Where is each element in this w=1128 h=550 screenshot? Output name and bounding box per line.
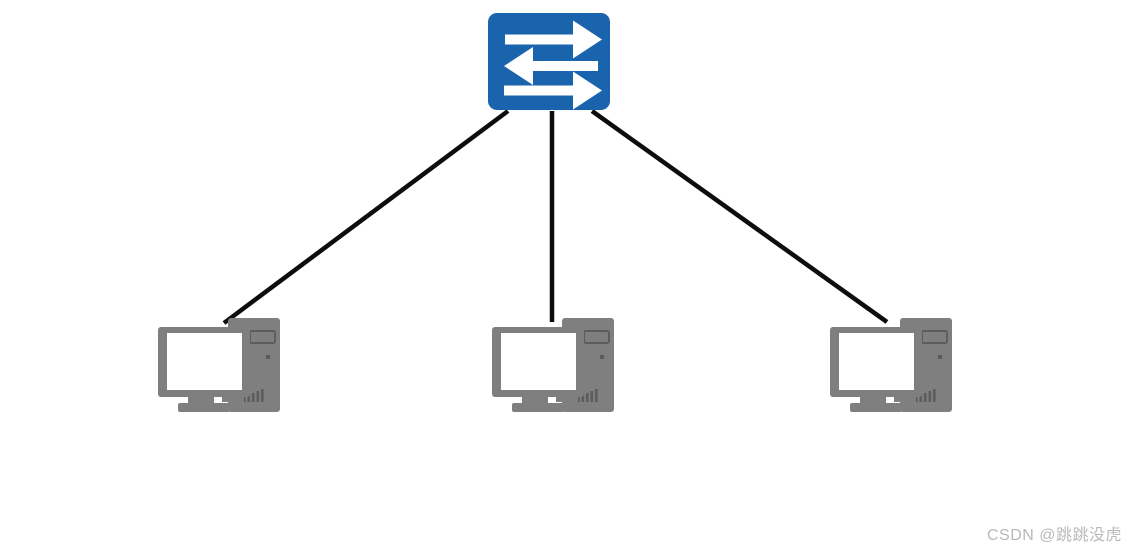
pc-node-right <box>829 317 953 413</box>
desktop-computer-icon <box>491 317 615 413</box>
link-switch-pc-right <box>590 109 889 324</box>
pc-node-center <box>491 317 615 413</box>
desktop-computer-icon <box>829 317 953 413</box>
arrow-left-middle-shaft <box>530 61 598 71</box>
switch-node <box>488 13 610 110</box>
arrow-right-top-head <box>573 20 602 59</box>
switch-arrows-icon <box>504 20 602 110</box>
watermark: CSDN @跳跳没虎 <box>986 527 1122 544</box>
arrow-right-bottom-head <box>573 71 602 110</box>
link-switch-pc-left <box>222 109 510 325</box>
arrow-right-top-shaft <box>505 34 575 45</box>
arrow-left-middle-head <box>504 47 533 85</box>
desktop-computer-icon <box>157 317 281 413</box>
arrow-right-bottom-shaft <box>504 85 574 96</box>
links <box>222 109 889 325</box>
pc-node-left <box>157 317 281 413</box>
